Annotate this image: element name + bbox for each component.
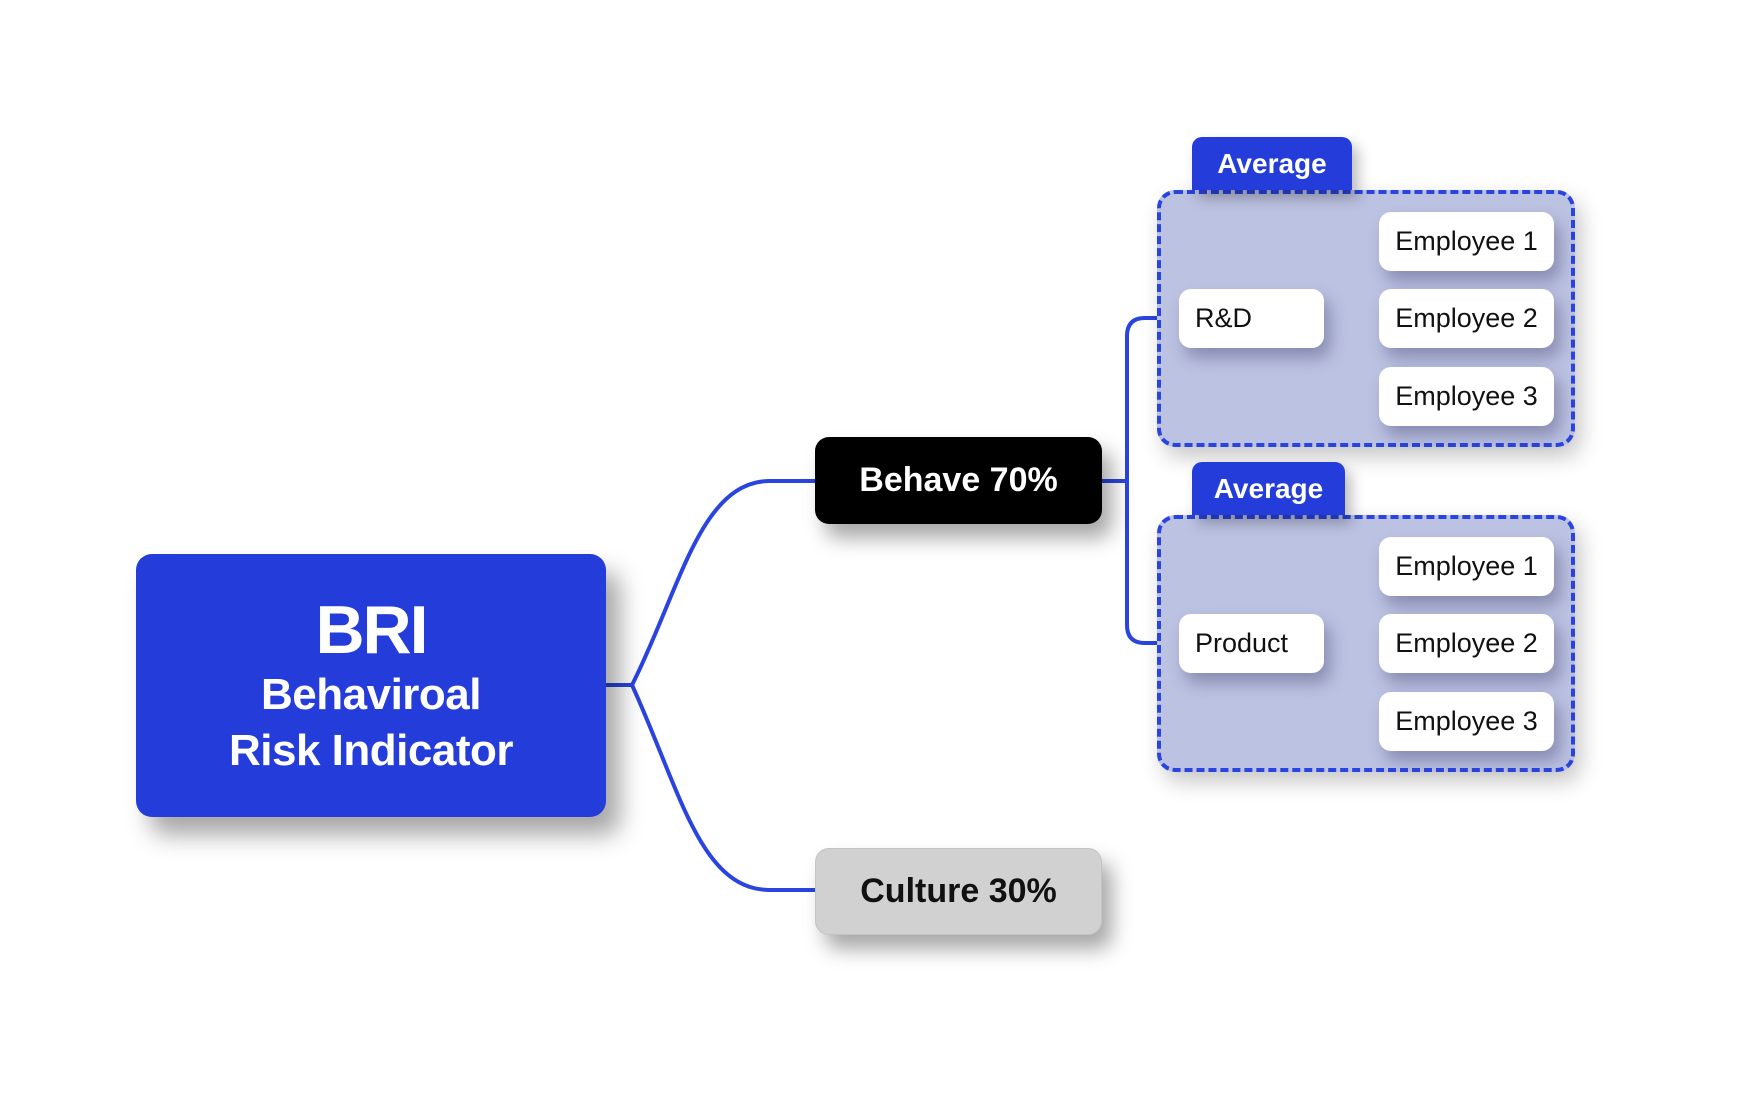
average-tab-rd[interactable]: Average	[1192, 137, 1352, 190]
employee-node[interactable]: Employee 3	[1379, 692, 1554, 751]
root-title-line2: Risk Indicator	[229, 725, 513, 775]
employee-node[interactable]: Employee 1	[1379, 212, 1554, 271]
branch-node-culture[interactable]: Culture 30%	[815, 848, 1102, 935]
connector-trunk	[1125, 316, 1179, 645]
employee-node[interactable]: Employee 2	[1379, 614, 1554, 673]
employee-node[interactable]: Employee 3	[1379, 367, 1554, 426]
branch-behave-label: Behave 70%	[859, 461, 1058, 499]
employee-label: Employee 2	[1395, 628, 1538, 658]
average-tab-label: Average	[1213, 472, 1324, 504]
connector-root-to-behave	[630, 479, 815, 686]
employee-label: Employee 1	[1395, 551, 1538, 581]
average-tab-product[interactable]: Average	[1192, 462, 1345, 515]
department-label: R&D	[1195, 303, 1253, 333]
connector-root-to-culture	[630, 684, 815, 892]
branch-node-behave[interactable]: Behave 70%	[815, 437, 1102, 524]
employee-node[interactable]: Employee 1	[1379, 537, 1554, 596]
root-abbr: BRI	[315, 591, 428, 668]
employee-label: Employee 2	[1395, 303, 1538, 333]
branch-culture-label: Culture 30%	[860, 872, 1057, 910]
average-tab-label: Average	[1217, 147, 1327, 179]
employee-node[interactable]: Employee 2	[1379, 289, 1554, 348]
employee-label: Employee 3	[1395, 381, 1538, 411]
employee-label: Employee 1	[1395, 226, 1538, 256]
root-title-line1: Behaviroal	[261, 669, 481, 719]
department-label: Product	[1195, 628, 1289, 658]
root-node-bri[interactable]: BRI Behaviroal Risk Indicator	[136, 554, 606, 817]
employee-label: Employee 3	[1395, 706, 1538, 736]
department-node-product[interactable]: Product	[1179, 614, 1324, 673]
department-node-rd[interactable]: R&D	[1179, 289, 1324, 348]
